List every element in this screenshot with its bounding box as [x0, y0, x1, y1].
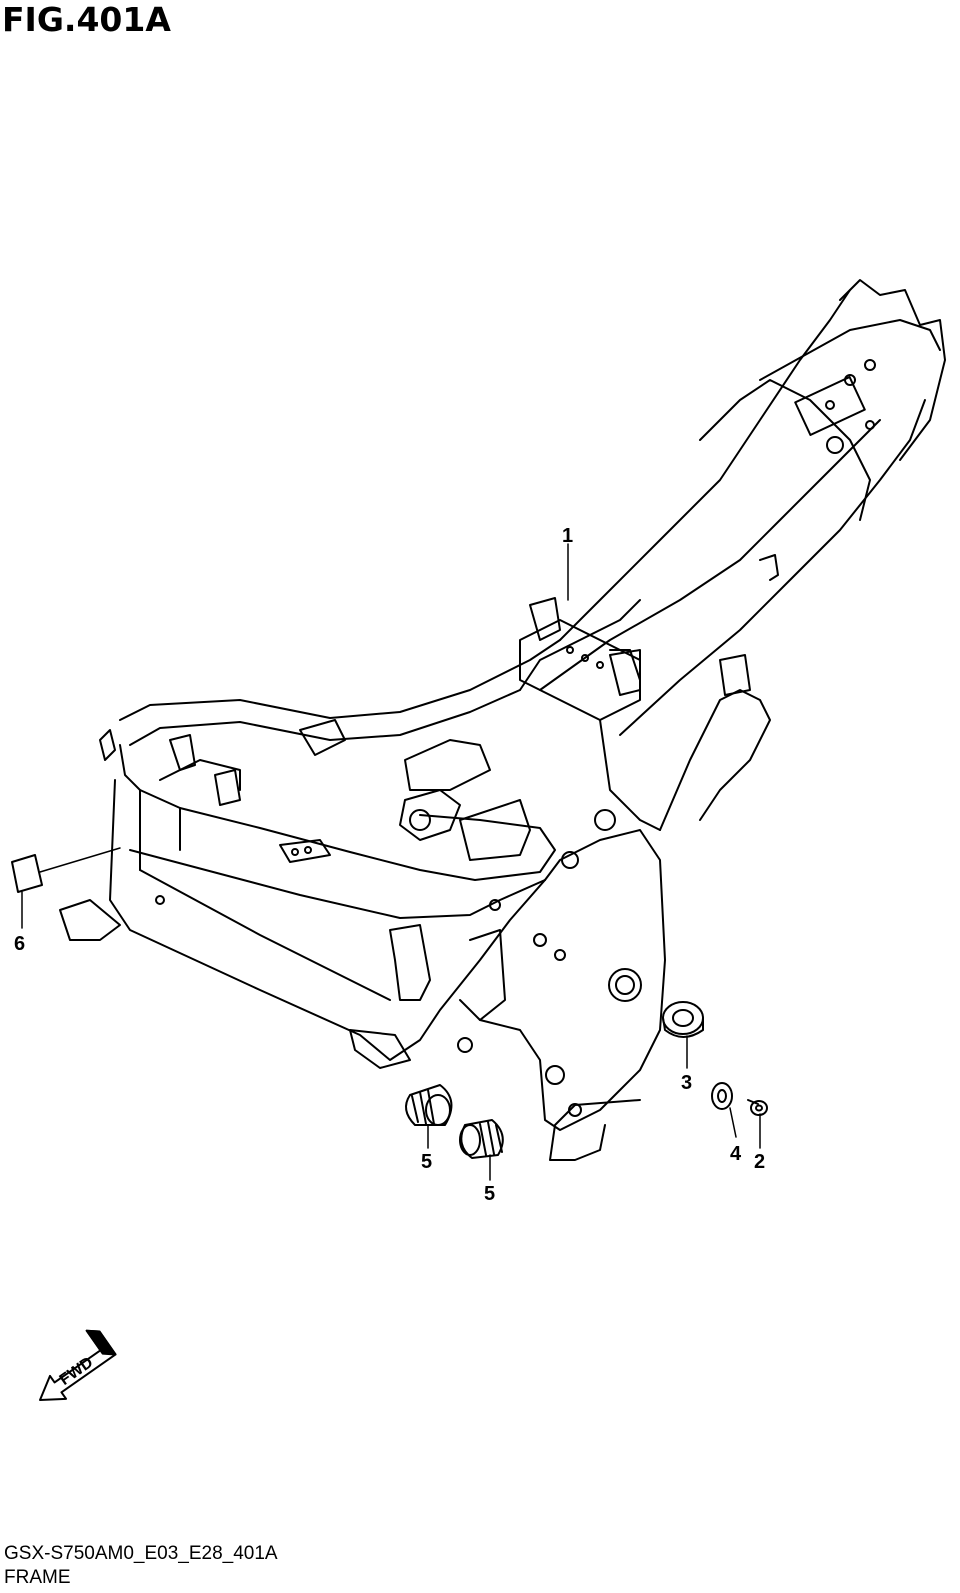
- leader-lines: [21, 543, 761, 1181]
- bushing-part: [405, 1084, 453, 1126]
- model-code: GSX-S750AM0_E03_E28_401A: [4, 1543, 278, 1564]
- bushing-part: [459, 1119, 504, 1159]
- callout-2: 2: [754, 1151, 765, 1173]
- callout-1: 1: [562, 525, 573, 547]
- figure-name: FRAME: [4, 1567, 71, 1588]
- callout-3: 3: [681, 1072, 692, 1094]
- bolt-part: [747, 1099, 768, 1116]
- fwd-arrow-icon: FWD: [39, 1329, 117, 1401]
- washer-part: [711, 1082, 733, 1110]
- callout-5b: 5: [484, 1183, 495, 1205]
- plate-part: [11, 854, 43, 893]
- callout-5a: 5: [421, 1151, 432, 1173]
- figure-title: FIG.401A: [2, 0, 171, 39]
- callout-6: 6: [14, 933, 25, 955]
- cap-part: [662, 1001, 704, 1038]
- callout-4: 4: [730, 1143, 742, 1165]
- frame-drawing: [59, 279, 946, 1161]
